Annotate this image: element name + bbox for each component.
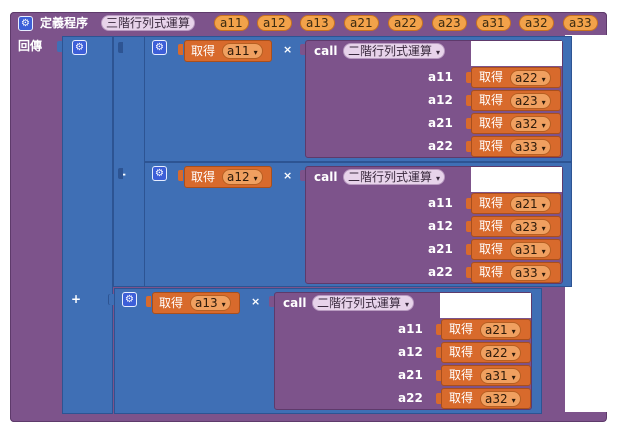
call-label: call: [283, 296, 307, 310]
variable-dropdown[interactable]: a12▾: [222, 169, 263, 185]
get-label: 取得: [449, 368, 474, 382]
variable-dropdown[interactable]: a33▾: [510, 265, 551, 281]
variable-dropdown[interactable]: a23▾: [510, 219, 551, 235]
arg-label: a22: [428, 139, 453, 153]
arg-label: a12: [428, 219, 453, 233]
multiply-gear-icon[interactable]: ⚙: [152, 40, 167, 55]
chevron-down-icon: ▾: [405, 300, 410, 309]
get-label: 取得: [479, 196, 504, 210]
get-label: 取得: [479, 219, 504, 233]
get-label: 取得: [479, 139, 504, 153]
return-label: 回傳: [18, 39, 43, 53]
chevron-down-icon: ▾: [541, 98, 546, 107]
call-label: call: [314, 44, 338, 58]
variable-dropdown[interactable]: a21▾: [480, 322, 521, 338]
get-label: 取得: [479, 93, 504, 107]
chevron-down-icon: ▾: [541, 144, 546, 153]
chevron-down-icon: ▾: [541, 224, 546, 233]
chevron-down-icon: ▾: [436, 48, 441, 57]
add-operator: +: [71, 292, 82, 306]
param-a11[interactable]: a11: [214, 15, 249, 31]
param-a31[interactable]: a31: [476, 15, 511, 31]
get-label: 取得: [449, 322, 474, 336]
call-label: call: [314, 170, 338, 184]
chevron-down-icon: ▾: [541, 75, 546, 84]
chevron-down-icon: ▾: [541, 247, 546, 256]
arg-label: a12: [398, 345, 423, 359]
param-a32[interactable]: a32: [519, 15, 554, 31]
variable-dropdown[interactable]: a13▾: [190, 295, 231, 311]
get-label: 取得: [191, 44, 216, 58]
chevron-down-icon: ▾: [541, 201, 546, 210]
variable-dropdown[interactable]: a32▾: [510, 116, 551, 132]
get-label: 取得: [479, 116, 504, 130]
variable-dropdown[interactable]: a22▾: [510, 70, 551, 86]
chevron-down-icon: ▾: [511, 373, 516, 382]
procedure-gear-icon[interactable]: ⚙: [18, 16, 33, 31]
arg-label: a21: [428, 116, 453, 130]
procedure-name-field[interactable]: 三階行列式運算: [101, 15, 196, 31]
get-label: 取得: [449, 391, 474, 405]
chevron-down-icon: ▾: [511, 396, 516, 405]
callee-name-dropdown[interactable]: 二階行列式運算▾: [343, 169, 446, 185]
variable-dropdown[interactable]: a33▾: [510, 139, 551, 155]
add-gear-icon[interactable]: ⚙: [72, 40, 87, 55]
chevron-down-icon: ▾: [253, 174, 258, 183]
multiply-gear-icon[interactable]: ⚙: [122, 292, 137, 307]
multiply-operator: ×: [251, 295, 261, 308]
variable-dropdown[interactable]: a21▾: [510, 196, 551, 212]
arg-label: a22: [428, 265, 453, 279]
get-label: 取得: [191, 170, 216, 184]
variable-dropdown[interactable]: a23▾: [510, 93, 551, 109]
arg-label: a21: [428, 242, 453, 256]
get-label: 取得: [449, 345, 474, 359]
param-a13[interactable]: a13: [300, 15, 335, 31]
variable-dropdown[interactable]: a11▾: [222, 43, 263, 59]
param-a22[interactable]: a22: [388, 15, 423, 31]
variable-dropdown[interactable]: a22▾: [480, 345, 521, 361]
chevron-down-icon: ▾: [221, 300, 226, 309]
get-label: 取得: [479, 265, 504, 279]
get-label: 取得: [159, 296, 184, 310]
callee-name-dropdown[interactable]: 二階行列式運算▾: [312, 295, 415, 311]
chevron-down-icon: ▾: [253, 48, 258, 57]
multiply-operator: ×: [283, 43, 293, 56]
callee-name-dropdown[interactable]: 二階行列式運算▾: [343, 43, 446, 59]
variable-dropdown[interactable]: a32▾: [480, 391, 521, 407]
arg-label: a11: [398, 322, 423, 336]
get-label: 取得: [479, 70, 504, 84]
chevron-down-icon: ▾: [541, 121, 546, 130]
param-a33[interactable]: a33: [563, 15, 598, 31]
variable-dropdown[interactable]: a31▾: [510, 242, 551, 258]
multiply-operator: ×: [283, 169, 293, 182]
chevron-down-icon: ▾: [436, 174, 441, 183]
define-procedure-label: 定義程序: [40, 16, 89, 30]
arg-label: a11: [428, 70, 453, 84]
chevron-down-icon: ▾: [511, 350, 516, 359]
arg-label: a21: [398, 368, 423, 382]
param-a23[interactable]: a23: [432, 15, 467, 31]
subtract-operator: -: [121, 167, 126, 181]
arg-label: a22: [398, 391, 423, 405]
param-a12[interactable]: a12: [257, 15, 292, 31]
param-a21[interactable]: a21: [344, 15, 379, 31]
get-label: 取得: [479, 242, 504, 256]
variable-dropdown[interactable]: a31▾: [480, 368, 521, 384]
chevron-down-icon: ▾: [511, 327, 516, 336]
multiply-gear-icon[interactable]: ⚙: [152, 166, 167, 181]
arg-label: a11: [428, 196, 453, 210]
math-add-block[interactable]: [62, 36, 113, 414]
arg-label: a12: [428, 93, 453, 107]
chevron-down-icon: ▾: [541, 270, 546, 279]
